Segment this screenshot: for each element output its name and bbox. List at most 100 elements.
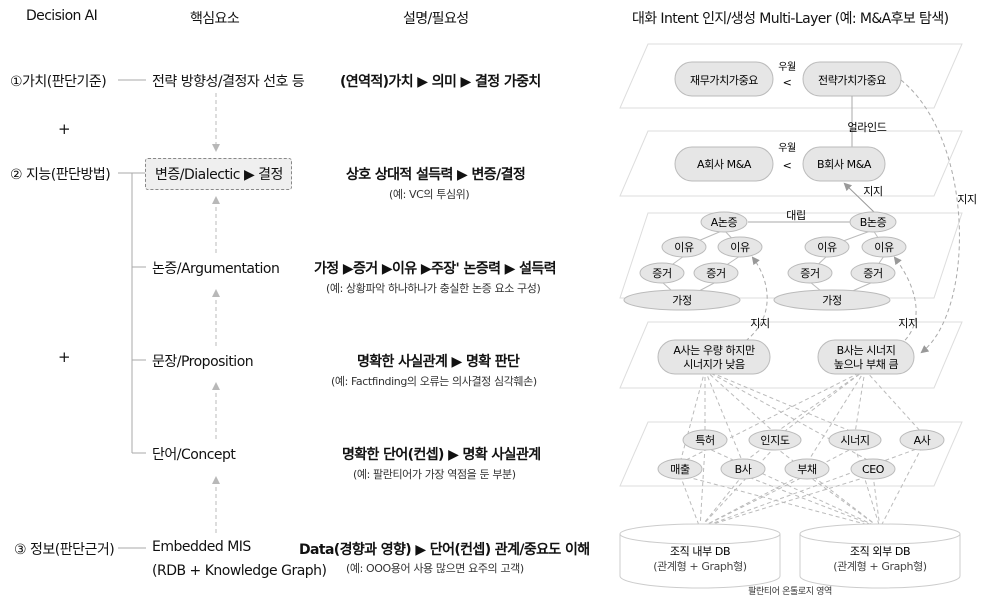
- node-concept-sales: [657, 458, 703, 480]
- label-db-external-2: (관계형 + Graph형): [833, 560, 927, 573]
- node-concept-patent: [682, 429, 728, 451]
- node-concept-ceo: [850, 458, 896, 480]
- label-evidence-a2: 증거: [706, 267, 725, 280]
- level-value: ①가치(판단기준): [10, 74, 107, 90]
- core-strategy: 전략 방향성/결정자 선호 등: [152, 74, 305, 90]
- node-reason-b1: [804, 236, 850, 258]
- label-sales: 매출: [670, 463, 690, 476]
- node-reason-a2: [717, 236, 763, 258]
- label-reason-a2: 이유: [730, 241, 750, 254]
- plus-sign-2: +: [58, 348, 71, 366]
- node-b-company-ma: [802, 146, 886, 182]
- arc-support-right: [900, 79, 960, 354]
- label-a-company: A사: [914, 434, 931, 447]
- node-reason-b2: [861, 236, 907, 258]
- level-information: ③ 정보(판단근거): [14, 542, 115, 558]
- node-concept-awareness: [748, 429, 802, 451]
- node-concept-a-company: [899, 429, 945, 451]
- db-internal-cylinder: [619, 523, 781, 589]
- label-synergy: 시너지: [840, 434, 869, 447]
- desc-mis: Data(경향과 영향) ▶ 단어(컨셉) 관계/중요도 이해: [299, 542, 590, 558]
- node-evidence-b2: [850, 262, 896, 284]
- label-less-than-1: <: [783, 76, 792, 89]
- label-debt: 부채: [797, 463, 817, 476]
- level-intelligence: ② 지능(판단방법): [10, 167, 111, 183]
- label-ontology-area: 팔란티어 온톨로지 영역: [748, 585, 832, 597]
- label-evidence-a1: 증거: [652, 267, 671, 280]
- desc-argument-example: (예: 상황파악 하나하나가 충실한 논증 요소 구성): [326, 282, 541, 295]
- label-reason-b1: 이유: [817, 241, 837, 254]
- node-concept-b-company: [720, 458, 766, 480]
- concept-db-links: [679, 446, 923, 529]
- desc-dialectic-example: (예: VC의 투심위): [389, 188, 470, 201]
- label-b-company-ma: B회사 M&A: [817, 158, 872, 171]
- core-proposition: 문장/Proposition: [152, 354, 254, 370]
- node-assumption-b: [773, 289, 891, 311]
- core-argumentation: 논증/Argumentation: [152, 261, 280, 277]
- label-proposition-a-1: A사는 우량 하지만: [673, 343, 755, 357]
- desc-dialectic: 상호 상대적 설득력 ▶ 변증/결정: [346, 167, 526, 183]
- desc-mis-example: (예: OOO용어 사용 많으면 요주의 고객): [346, 562, 524, 575]
- plus-sign-1: +: [58, 120, 71, 138]
- node-evidence-a1: [639, 262, 685, 284]
- label-superior-1: 우월: [778, 61, 796, 73]
- node-proposition-b: [817, 339, 915, 375]
- label-a-company-ma: A회사 M&A: [697, 158, 752, 171]
- label-support-arc-a: 지지: [750, 317, 769, 330]
- label-rebuttal: 대립: [786, 209, 805, 222]
- label-db-internal-2: (관계형 + Graph형): [653, 560, 747, 573]
- label-evidence-b1: 증거: [800, 267, 819, 280]
- label-patent: 특허: [695, 434, 714, 447]
- label-awareness: 인지도: [760, 434, 789, 447]
- node-concept-debt: [784, 458, 830, 480]
- node-reason-a1: [661, 236, 707, 258]
- label-proposition-a-2: 시너지가 낮음: [683, 358, 745, 371]
- desc-proposition: 명확한 사실관계 ▶ 명확 판단: [357, 354, 520, 370]
- label-evidence-b2: 증거: [863, 267, 882, 280]
- desc-argument: 가정 ▶증거 ▶이유 ▶주장' 논증력 ▶ 설득력: [314, 261, 557, 277]
- node-a-argument: [700, 211, 748, 233]
- core-mis-line1: Embedded MIS: [152, 539, 251, 555]
- node-assumption-a: [623, 289, 741, 311]
- label-db-internal-1: 조직 내부 DB: [670, 545, 730, 558]
- label-aligned: 얼라인드: [848, 120, 887, 134]
- label-superior-2: 우월: [778, 142, 796, 154]
- label-reason-a1: 이유: [674, 241, 694, 254]
- label-assumption-b: 가정: [822, 294, 841, 307]
- label-financial-value: 재무가치가중요: [690, 74, 758, 87]
- desc-strategy: (연역적)가치 ▶ 의미 ▶ 결정 가중치: [340, 74, 541, 90]
- label-db-external-1: 조직 외부 DB: [850, 545, 910, 558]
- node-evidence-b1: [787, 262, 833, 284]
- label-less-than-2: <: [783, 159, 792, 172]
- label-proposition-b-1: B사는 시너지: [837, 344, 896, 357]
- header-description: 설명/필요성: [403, 11, 469, 27]
- label-support-arc-b: 지지: [898, 317, 917, 330]
- header-decision-ai: Decision AI: [26, 8, 98, 24]
- label-assumption-a: 가정: [672, 294, 691, 307]
- label-ceo: CEO: [862, 463, 885, 476]
- label-b-argument: B논증: [860, 216, 887, 229]
- label-reason-b2: 이유: [874, 241, 894, 254]
- desc-concept: 명확한 단어(컨셉) ▶ 명확 사실관계: [342, 447, 541, 463]
- core-concept: 단어/Concept: [152, 447, 236, 463]
- dialectic-box: [145, 158, 292, 190]
- label-support-right: 지지: [957, 193, 976, 206]
- node-a-company-ma: [674, 146, 774, 182]
- label-support-b: 지지: [863, 185, 882, 198]
- label-proposition-b-2: 높으나 부채 큼: [834, 358, 899, 371]
- arc-support-b: [893, 256, 917, 346]
- label-a-argument: A논증: [711, 216, 738, 229]
- header-multi-layer: 대화 Intent 인지/생성 Multi-Layer (예: M&A후보 탐색…: [632, 11, 949, 27]
- node-concept-synergy: [828, 429, 882, 451]
- node-evidence-a2: [693, 262, 739, 284]
- desc-proposition-example: (예: Factfinding의 오류는 의사결정 심각훼손): [331, 375, 537, 388]
- node-proposition-a: [657, 339, 771, 375]
- label-strategic-value: 전략가치가중요: [818, 74, 886, 87]
- arrow-support-b: [843, 182, 876, 214]
- desc-concept-example: (예: 팔란티어가 가장 역점을 둔 부분): [353, 468, 516, 481]
- label-b-company: B사: [735, 463, 752, 476]
- core-dialectic: 변증/Dialectic ▶ 결정: [155, 167, 283, 183]
